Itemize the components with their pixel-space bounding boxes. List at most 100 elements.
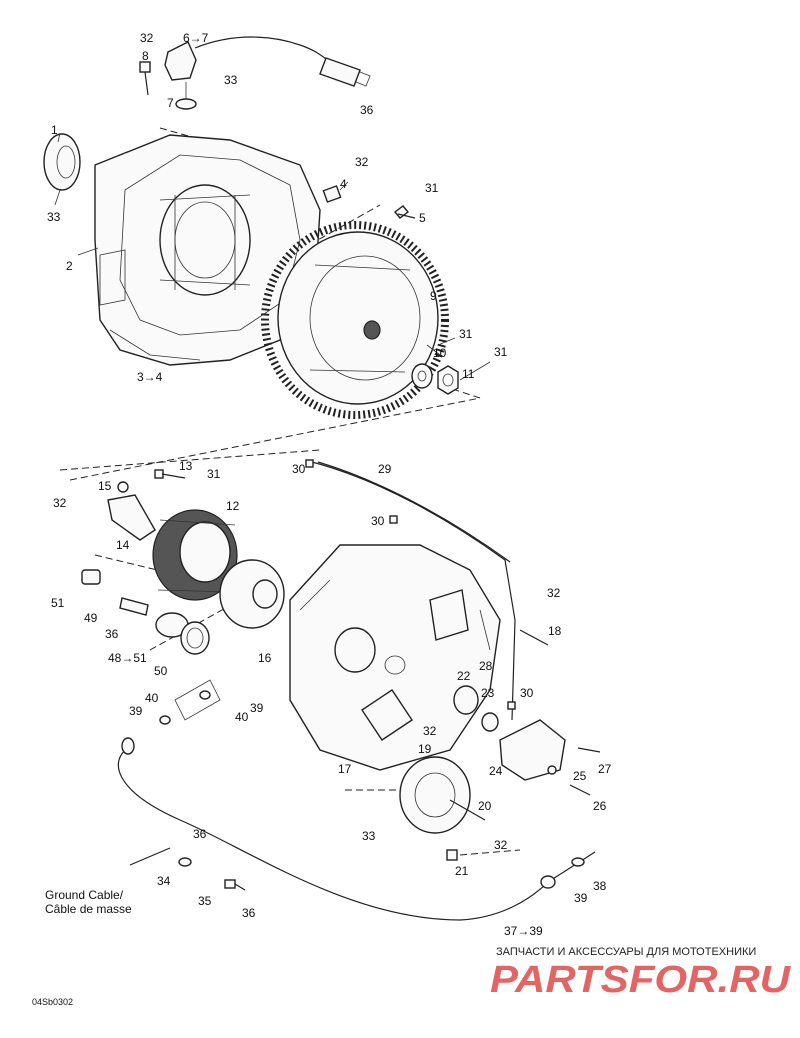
callout-34: 34: [157, 874, 171, 888]
washer-part-10: [411, 363, 433, 389]
bolt-part-18: [519, 629, 549, 646]
callout-37to39: 37→39: [504, 924, 543, 938]
watermark: ЗАПЧАСТИ И АКСЕССУАРЫ ДЛЯ МОТОТЕХНИКИ PA…: [490, 946, 792, 1001]
callout-10: 10: [433, 346, 447, 360]
callout-3to4: 3→4: [137, 370, 163, 384]
washer-part-38: [571, 857, 585, 867]
callout-7: 7: [167, 96, 174, 110]
bolt-part-21: [446, 849, 458, 861]
shaft-part-20: [449, 799, 486, 821]
callout-39c: 39: [574, 891, 588, 905]
callout-36d: 36: [242, 906, 256, 920]
oring-part-23: [481, 712, 499, 732]
callout-15: 15: [98, 479, 112, 493]
nut-part-11: [437, 365, 459, 395]
callout-30b: 30: [371, 514, 385, 528]
callout-50: 50: [154, 664, 168, 678]
callout-21: 21: [455, 864, 469, 878]
callout-36c: 36: [193, 827, 207, 841]
callout-9: 9: [430, 289, 437, 303]
bolt-part-5: [393, 205, 416, 219]
clip-part-30a: [305, 459, 314, 468]
callout-32a: 32: [140, 31, 154, 45]
watermark-caption: ЗАПЧАСТИ И АКСЕССУАРЫ ДЛЯ МОТОТЕХНИКИ: [496, 946, 756, 958]
bolt-part-26: [569, 784, 591, 796]
callout-31d: 31: [207, 467, 221, 481]
washer-part-40: [199, 690, 211, 700]
bolt-part-27: [577, 747, 601, 753]
callout-25: 25: [573, 769, 587, 783]
section-divider-dash: [69, 397, 481, 481]
callout-39a: 39: [129, 704, 143, 718]
callout-40a: 40: [145, 691, 159, 705]
callout-32e: 32: [423, 724, 437, 738]
callout-49: 49: [84, 611, 98, 625]
callout-32b: 32: [355, 155, 369, 169]
cover-plate-part-19: [399, 756, 471, 834]
washer-part-39: [159, 715, 171, 725]
callout-13: 13: [179, 459, 193, 473]
hose-part-29: [311, 461, 516, 721]
ground-cable: [117, 737, 596, 921]
callout-11: 11: [462, 367, 475, 381]
bracket-part-40: [174, 679, 221, 721]
callout-31a: 31: [425, 181, 439, 195]
callout-38: 38: [593, 879, 607, 893]
terminal-part-34: [129, 847, 192, 867]
callout-18: 18: [548, 624, 562, 638]
dowel-part-4: [322, 185, 342, 203]
callout-labels: 32 8 6→7 33 7 36 1 32 4 31 5 33 2 9 31 3…: [47, 31, 612, 938]
rotor-part: [219, 559, 285, 629]
callout-31b: 31: [459, 327, 473, 341]
leader-dash-coil-2: [149, 599, 241, 651]
callout-30a: 30: [292, 462, 306, 476]
ground-cable-label-en: Ground Cable/: [45, 888, 124, 902]
sensor-and-cable: [164, 36, 371, 110]
diagram-code: 04Sb0302: [32, 997, 73, 1007]
stator-part-12: [152, 509, 238, 601]
callout-32f: 32: [494, 838, 508, 852]
callout-12: 12: [226, 499, 240, 513]
gear-part-22: [453, 685, 479, 715]
callout-1: 1: [51, 123, 58, 137]
callout-51: 51: [51, 596, 65, 610]
flywheel-ring-gear: [261, 221, 449, 419]
screw-part-15: [117, 481, 129, 493]
bolt-part-25: [547, 765, 557, 775]
callout-17: 17: [338, 762, 352, 776]
callout-30c: 30: [520, 686, 534, 700]
callout-22: 22: [457, 669, 471, 683]
callout-23: 23: [481, 686, 495, 700]
callout-32c: 32: [53, 496, 67, 510]
callout-29: 29: [378, 462, 392, 476]
top-assembly: [43, 36, 491, 481]
magneto-housing: [94, 134, 321, 366]
bottom-assembly: [59, 449, 601, 921]
callout-14: 14: [116, 538, 130, 552]
callout-31c: 31: [494, 345, 508, 359]
pump-part-24: [499, 719, 566, 781]
callout-28: 28: [479, 659, 493, 673]
callout-27: 27: [598, 762, 612, 776]
leader-dash-21: [459, 849, 521, 856]
callout-4: 4: [340, 177, 347, 191]
bolt-part-8: [139, 61, 151, 96]
callout-40b: 40: [235, 710, 249, 724]
callout-16: 16: [258, 651, 272, 665]
callout-8: 8: [142, 49, 149, 63]
plate-part-14: [107, 494, 156, 541]
callout-2: 2: [66, 259, 73, 273]
callout-26: 26: [593, 799, 607, 813]
cover-part-16: [289, 544, 501, 771]
oring-part-50: [180, 621, 210, 655]
ground-cable-label-fr: Câble de masse: [45, 902, 132, 916]
callout-36b: 36: [105, 627, 119, 641]
callout-35: 35: [198, 894, 212, 908]
callout-20: 20: [478, 799, 492, 813]
clip-part-30b: [389, 515, 398, 524]
callout-32d: 32: [547, 586, 561, 600]
callout-33c: 33: [362, 829, 376, 843]
connector-part-49: [119, 597, 149, 616]
clip-part-30c: [507, 701, 516, 710]
